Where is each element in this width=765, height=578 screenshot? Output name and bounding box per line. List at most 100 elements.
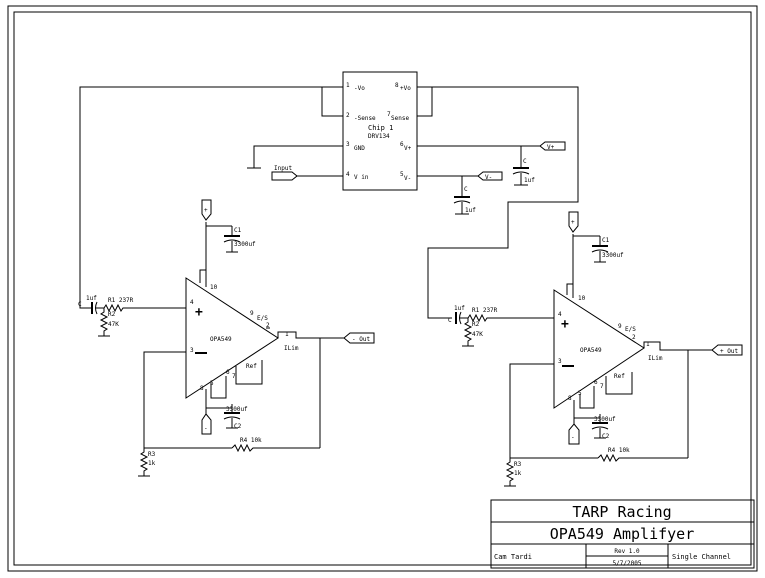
decoupling-cap-vplus[interactable]: C 1uf (512, 146, 535, 186)
left-es-label: E/S (257, 315, 268, 322)
drv134-part: DRV134 (368, 133, 390, 140)
left-c2-ref: C2 (234, 423, 242, 430)
left-pin10: 10 (210, 284, 218, 291)
drv134-pin1-num: 1 (346, 82, 350, 89)
right-r3-ref: R3 (514, 461, 522, 468)
left-r3-ref: R3 (148, 451, 156, 458)
right-supply-pos: + (571, 219, 575, 226)
drv134-pin7-num: 7 (387, 111, 391, 118)
input-port[interactable]: Input (271, 165, 298, 181)
right-plus-sign: + (561, 317, 569, 332)
right-pin10: 10 (578, 295, 586, 302)
vminus-port[interactable]: V- (477, 171, 503, 181)
left-r2-ref: R2 (108, 311, 116, 318)
right-r3-value: 1k (514, 470, 522, 477)
right-opamp-part: OPA549 (580, 347, 602, 354)
channel-config: Single Channel (672, 553, 731, 561)
drv134-pin5-label: V- (404, 175, 411, 182)
company-name: TARP Racing (572, 503, 671, 521)
minus-out-label: - Out (352, 336, 370, 343)
left-pin7: 7 (232, 373, 236, 380)
right-pin5: 5 (578, 390, 582, 397)
drv134-pin8-num: 8 (395, 82, 399, 89)
right-pin8: 8 (568, 395, 572, 402)
left-pin2: 2 (266, 322, 270, 329)
decoupling-cap-vminus-value: 1uf (465, 207, 476, 214)
right-cin-value: 1uf (454, 305, 465, 312)
drv134-pin3-label: GND (354, 145, 365, 152)
right-pin7: 7 (600, 383, 604, 390)
title-block: TARP Racing OPA549 Amplifyer Cam Tardi R… (490, 499, 755, 569)
right-opamp-body (553, 289, 645, 409)
revision: Rev 1.0 (614, 548, 640, 555)
drawing-title: OPA549 Amplifyer (550, 525, 695, 543)
left-cin-value: 1uf (86, 295, 97, 302)
decoupling-cap-vminus[interactable]: C 1uf (453, 176, 476, 215)
drv134-pin6-num: 6 (400, 141, 404, 148)
left-ilim: ILim (284, 345, 299, 352)
decoupling-cap-vplus-ref: C (523, 158, 527, 165)
left-ref: Ref (246, 363, 257, 370)
left-c1-ref: C1 (234, 227, 242, 234)
right-r2-ref: R2 (472, 321, 480, 328)
author-name: Cam Tardi (494, 553, 532, 561)
plus-out-label: + Out (720, 348, 738, 355)
left-pin5: 5 (210, 380, 214, 387)
left-pin1: 1 (285, 331, 289, 338)
left-pin6: 6 (226, 369, 230, 376)
left-opamp-part: OPA549 (210, 336, 232, 343)
outer-frame (7, 5, 758, 572)
right-pin1: 1 (646, 341, 650, 348)
right-amp-circuit: C 1uf R1 237R R2 47K + OPA549 4 3 10 9 E… (448, 211, 712, 487)
drv134-name: Chip 1 (368, 124, 393, 132)
left-pin8: 8 (200, 385, 204, 392)
plus-out-port[interactable]: + Out (711, 344, 743, 356)
left-supply-neg: - (204, 425, 208, 432)
right-c2-ref: C2 (602, 433, 610, 440)
drawing-date: 5/7/2005 (613, 560, 642, 567)
drv134-pin4-label: V in (354, 174, 369, 181)
input-label: Input (274, 165, 292, 172)
inner-frame (13, 11, 752, 566)
right-pin6: 6 (594, 379, 598, 386)
drv134-pin2-label: -Sense (354, 115, 376, 122)
decoupling-cap-vplus-value: 1uf (524, 177, 535, 184)
drv134-pin4-num: 4 (346, 171, 350, 178)
drv134-pin3-num: 3 (346, 141, 350, 148)
decoupling-cap-vminus-ref: C (464, 186, 468, 193)
drv134-chip[interactable]: 1 -Vo 2 -Sense 3 GND 4 V in 8 +Vo 7 Sens… (342, 71, 418, 191)
left-amp-circuit: C 1uf R1 237R R2 47K + OPA549 4 3 10 9 E… (78, 199, 344, 477)
right-ref: Ref (614, 373, 625, 380)
left-opamp-body (185, 277, 279, 399)
left-r2-value: 47K (108, 321, 119, 328)
right-pin3: 3 (558, 358, 562, 365)
right-pin2: 2 (632, 334, 636, 341)
right-ilim: ILim (648, 355, 663, 362)
left-r1-label: R1 237R (108, 297, 134, 304)
left-r3-value: 1k (148, 460, 156, 467)
right-r1-label: R1 237R (472, 307, 498, 314)
vplus-label: V+ (547, 144, 555, 151)
left-cin-ref: C (78, 301, 82, 308)
right-c2-value: 3300uf (594, 416, 616, 423)
right-supply-neg: - (571, 434, 575, 441)
right-cin-ref: C (448, 317, 452, 324)
drv134-pin7-label: Sense (391, 115, 409, 122)
right-r2-value: 47K (472, 331, 483, 338)
right-c1-value: 3300uf (602, 252, 624, 259)
left-pin4: 4 (190, 299, 194, 306)
left-c1-value: 3300uf (234, 241, 256, 248)
vplus-port[interactable]: V+ (539, 141, 566, 151)
right-r4-label: R4 10k (608, 447, 630, 454)
left-r4-label: R4 10k (240, 437, 262, 444)
right-es-label: E/S (625, 326, 636, 333)
left-plus-sign: + (195, 305, 203, 320)
right-pin9: 9 (618, 323, 622, 330)
left-c2-value: 3300uf (226, 406, 248, 413)
left-pin3: 3 (190, 347, 194, 354)
drv134-pin8-label: +Vo (400, 85, 411, 92)
right-pin4: 4 (558, 311, 562, 318)
drv134-pin1-label: -Vo (354, 85, 365, 92)
minus-out-port[interactable]: - Out (343, 332, 375, 344)
